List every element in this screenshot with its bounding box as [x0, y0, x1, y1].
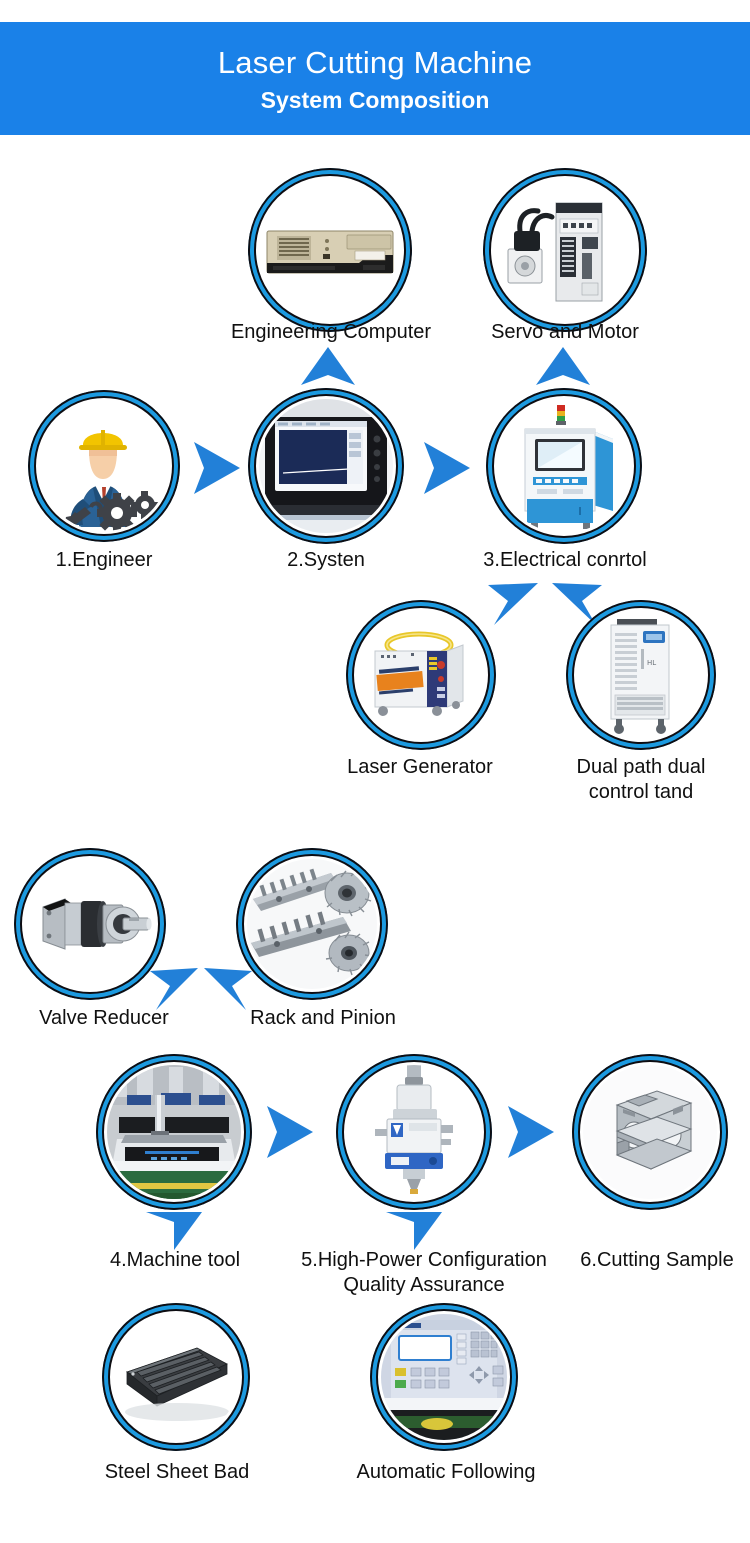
- node-ring: [96, 1054, 252, 1210]
- header-banner: Laser Cutting Machine System Composition: [0, 22, 750, 135]
- arrow-engineer-to-system: [194, 442, 240, 494]
- node-ring: [248, 168, 412, 332]
- metal-sample-icon: [583, 1065, 717, 1199]
- arrow-electrical-control-to-servo: [536, 347, 590, 385]
- label-electrical-control: 3.Electrical conrtol: [483, 549, 647, 571]
- servo-motor-icon: [494, 179, 636, 321]
- label-system: 2.Systen: [287, 549, 365, 571]
- node-rack-and-pinion[interactable]: [236, 848, 388, 1000]
- node-electrical-control[interactable]: [486, 388, 642, 544]
- cutting-machine-icon: [107, 1065, 241, 1199]
- node-high-power-configuration[interactable]: [336, 1054, 492, 1210]
- node-ring: [370, 1303, 518, 1451]
- node-ring: [248, 388, 404, 544]
- label-engineering-computer: Engineering Computer: [230, 321, 432, 343]
- label-dual-path-dual-control-tand: Dual path dual control tand: [576, 756, 706, 803]
- node-ring: [572, 1054, 728, 1210]
- node-ring: [486, 388, 642, 544]
- laser-source-icon: [357, 611, 485, 739]
- label-laser-generator: Laser Generator: [347, 756, 493, 778]
- node-ring: [236, 848, 388, 1000]
- svg-text:HL: HL: [647, 659, 656, 667]
- label-steel-sheet-bad: Steel Sheet Bad: [104, 1461, 250, 1483]
- node-engineering-computer[interactable]: [248, 168, 412, 332]
- node-valve-reducer[interactable]: [14, 848, 166, 1000]
- cnc-monitor-icon: [259, 399, 393, 533]
- label-cutting-sample: 6.Cutting Sample: [580, 1249, 734, 1271]
- rack-pinion-icon: [247, 859, 377, 989]
- page-subtitle: System Composition: [260, 86, 490, 113]
- node-engineer[interactable]: [28, 390, 180, 542]
- label-automatic-following: Automatic Following: [356, 1461, 536, 1483]
- node-automatic-following[interactable]: [370, 1303, 518, 1451]
- engineer-worker-icon: [39, 401, 169, 531]
- arrow-cutting-head-to-cutting-sample: [508, 1106, 554, 1158]
- arrow-machine-tool-to-cutting-head: [267, 1106, 313, 1158]
- node-servo-and-motor[interactable]: [483, 168, 647, 332]
- page-title: Laser Cutting Machine: [217, 44, 533, 80]
- label-machine-tool: 4.Machine tool: [109, 1249, 241, 1271]
- node-ring: [102, 1303, 250, 1451]
- steel-bed-icon: [113, 1314, 239, 1440]
- node-machine-tool[interactable]: [96, 1054, 252, 1210]
- label-engineer: 1.Engineer: [55, 549, 153, 571]
- node-ring: [28, 390, 180, 542]
- label-high-power-configuration: 5.High-Power Configuration Quality Assur…: [301, 1249, 547, 1296]
- node-cutting-sample[interactable]: [572, 1054, 728, 1210]
- industrial-pc-icon: [259, 179, 401, 321]
- planetary-reducer-icon: [25, 859, 155, 989]
- node-ring: [336, 1054, 492, 1210]
- arrow-system-to-engineering-computer: [301, 347, 355, 385]
- water-chiller-icon: HL: [577, 611, 705, 739]
- arrow-cutting-head-to-automatic-following: [386, 1212, 442, 1250]
- node-laser-generator[interactable]: [346, 600, 496, 750]
- label-servo-and-motor: Servo and Motor: [491, 321, 639, 343]
- label-valve-reducer: Valve Reducer: [39, 1007, 169, 1029]
- node-steel-sheet-bad[interactable]: [102, 1303, 250, 1451]
- arrow-electrical-control-to-chiller: [552, 583, 602, 625]
- node-dual-path-dual-control-tand[interactable]: HL: [566, 600, 716, 750]
- capacitive-controller-icon: [381, 1314, 507, 1440]
- cutting-head-icon: [347, 1065, 481, 1199]
- arrow-rack-and-pinion-to-machine-tool: [204, 968, 252, 1010]
- label-rack-and-pinion: Rack and Pinion: [250, 1007, 396, 1029]
- node-ring: [346, 600, 496, 750]
- node-ring: [483, 168, 647, 332]
- node-system[interactable]: [248, 388, 404, 544]
- node-ring: HL: [566, 600, 716, 750]
- control-cabinet-icon: [497, 399, 631, 533]
- arrow-machine-tool-to-steel-sheet: [146, 1212, 202, 1250]
- arrow-electrical-control-to-laser-generator: [488, 583, 538, 625]
- node-ring: [14, 848, 166, 1000]
- arrow-system-to-electrical-control: [424, 442, 470, 494]
- arrow-valve-reducer-to-machine-tool: [150, 968, 198, 1010]
